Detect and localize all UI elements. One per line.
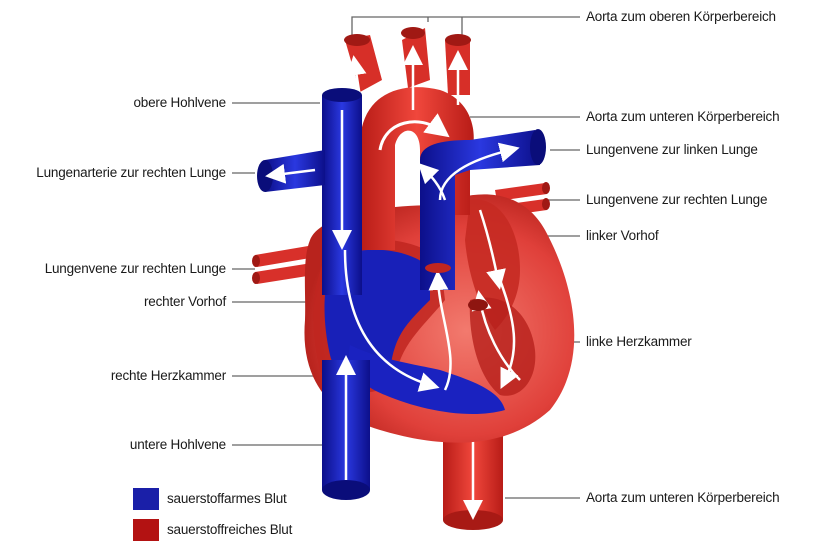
label-left-atrium: linker Vorhof <box>586 228 658 244</box>
superior-vena-cava <box>322 88 362 295</box>
right-pulmonary-artery <box>257 150 325 192</box>
legend-swatch-deoxygenated <box>133 488 159 510</box>
label-pulm-artery-right: Lungenarterie zur rechten Lunge <box>36 165 226 181</box>
label-left-ventricle: linke Herzkammer <box>586 334 692 350</box>
inferior-vena-cava <box>322 360 370 500</box>
label-right-atrium: rechter Vorhof <box>144 294 226 310</box>
legend-label-oxygenated: sauerstoffreiches Blut <box>167 522 292 538</box>
legend-swatch-oxygenated <box>133 519 159 541</box>
label-right-ventricle: rechte Herzkammer <box>111 368 226 384</box>
label-superior-vena-cava: obere Hohlvene <box>133 95 226 111</box>
legend-label-deoxygenated: sauerstoffarmes Blut <box>167 491 287 507</box>
label-pulm-vein-left: Lungenvene zur linken Lunge <box>586 142 758 158</box>
label-aorta-lower-bottom: Aorta zum unteren Körperbereich <box>586 490 779 506</box>
label-aorta-upper: Aorta zum oberen Körperbereich <box>586 9 776 25</box>
label-pulm-vein-right-l: Lungenvene zur rechten Lunge <box>45 261 226 277</box>
label-pulm-vein-right-r: Lungenvene zur rechten Lunge <box>586 192 767 208</box>
label-inferior-vena-cava: untere Hohlvene <box>130 437 226 453</box>
label-aorta-lower-top: Aorta zum unteren Körperbereich <box>586 109 779 125</box>
